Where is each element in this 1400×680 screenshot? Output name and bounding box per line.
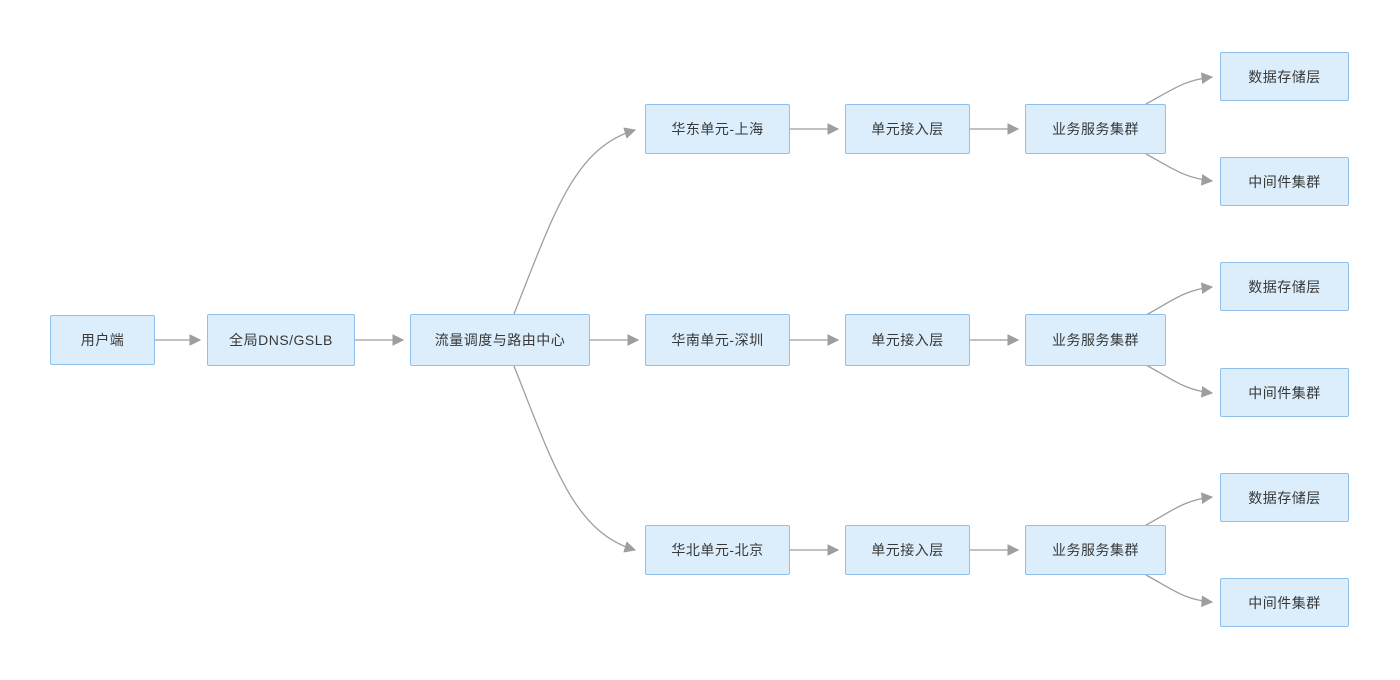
node-gslb-label: 全局DNS/GSLB xyxy=(229,332,333,348)
edge-service-south-storage-south xyxy=(1145,282,1214,316)
node-client[interactable]: 用户端 xyxy=(50,315,155,365)
node-access-east-label: 单元接入层 xyxy=(871,121,944,137)
node-middleware-south[interactable]: 中间件集群 xyxy=(1220,368,1349,417)
node-access-north[interactable]: 单元接入层 xyxy=(845,525,970,575)
node-middleware-east-label: 中间件集群 xyxy=(1248,173,1321,190)
node-service-north-label: 业务服务集群 xyxy=(1052,542,1139,558)
node-service-south-label: 业务服务集群 xyxy=(1052,332,1139,348)
node-unit-south-label: 华南单元-深圳 xyxy=(671,332,764,348)
node-access-south[interactable]: 单元接入层 xyxy=(845,314,970,366)
node-storage-east[interactable]: 数据存储层 xyxy=(1220,52,1349,101)
node-middleware-south-label: 中间件集群 xyxy=(1248,384,1321,401)
node-middleware-north[interactable]: 中间件集群 xyxy=(1220,578,1349,627)
node-service-north[interactable]: 业务服务集群 xyxy=(1025,525,1166,575)
node-storage-north[interactable]: 数据存储层 xyxy=(1220,473,1349,522)
node-client-label: 用户端 xyxy=(80,332,125,348)
edge-service-north-middleware-north xyxy=(1145,574,1214,608)
edge-service-east-storage-east xyxy=(1145,72,1214,105)
edge-service-east-middleware-east xyxy=(1145,153,1214,186)
node-middleware-east[interactable]: 中间件集群 xyxy=(1220,157,1349,206)
node-service-east-label: 业务服务集群 xyxy=(1052,121,1139,137)
node-router-label: 流量调度与路由中心 xyxy=(434,332,566,348)
node-unit-east[interactable]: 华东单元-上海 xyxy=(645,104,790,154)
edge-router-unit-north xyxy=(513,365,637,553)
edge-service-south-middleware-south xyxy=(1145,364,1214,398)
node-unit-east-label: 华东单元-上海 xyxy=(671,121,764,137)
node-service-south[interactable]: 业务服务集群 xyxy=(1025,314,1166,366)
node-service-east[interactable]: 业务服务集群 xyxy=(1025,104,1166,154)
node-storage-east-label: 数据存储层 xyxy=(1248,68,1321,85)
node-gslb[interactable]: 全局DNS/GSLB xyxy=(207,314,355,366)
node-unit-north-label: 华北单元-北京 xyxy=(671,542,764,558)
edge-service-north-storage-north xyxy=(1145,492,1214,526)
node-storage-north-label: 数据存储层 xyxy=(1248,489,1321,506)
node-storage-south[interactable]: 数据存储层 xyxy=(1220,262,1349,311)
node-router[interactable]: 流量调度与路由中心 xyxy=(410,314,590,366)
edge-router-unit-east xyxy=(513,127,637,315)
node-access-east[interactable]: 单元接入层 xyxy=(845,104,970,154)
node-access-south-label: 单元接入层 xyxy=(871,332,944,348)
node-unit-south[interactable]: 华南单元-深圳 xyxy=(645,314,790,366)
node-unit-north[interactable]: 华北单元-北京 xyxy=(645,525,790,575)
node-storage-south-label: 数据存储层 xyxy=(1248,278,1321,295)
node-access-north-label: 单元接入层 xyxy=(871,542,944,558)
node-middleware-north-label: 中间件集群 xyxy=(1248,594,1321,611)
